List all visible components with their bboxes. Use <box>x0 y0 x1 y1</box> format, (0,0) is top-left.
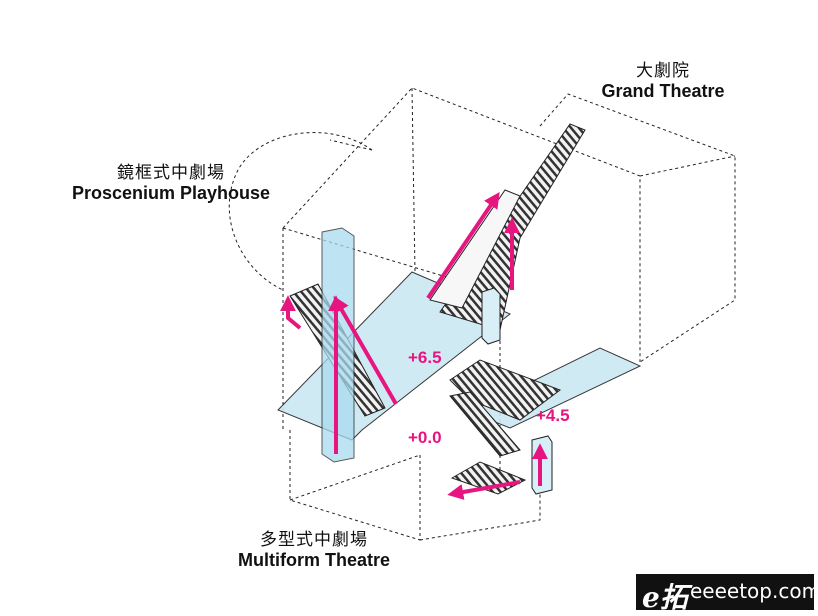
arrow-ground-exit <box>447 480 521 500</box>
watermark: e拓 eeeetop.com <box>636 574 818 614</box>
lift-shaft-grand <box>481 287 501 345</box>
arrow-proscenium-left <box>280 295 302 330</box>
arrow-proscenium-escalator <box>333 295 398 405</box>
label-multiform-theatre: 多型式中劇場 Multiform Theatre <box>216 525 412 571</box>
watermark-logo: e拓 <box>642 581 688 614</box>
level-upper: +6.5 <box>408 348 442 367</box>
label-grand-theatre-en: Grand Theatre <box>601 81 725 101</box>
level-ground: +0.0 <box>408 428 442 447</box>
label-multiform-theatre-zh: 多型式中劇場 <box>260 530 368 549</box>
circulation-arrows <box>280 192 548 500</box>
label-grand-theatre-zh: 大劇院 <box>636 61 690 80</box>
label-proscenium-playhouse-zh: 鏡框式中劇場 <box>117 163 225 182</box>
dashed-volume-outlines <box>228 87 736 541</box>
arrow-grand-escalator <box>426 192 500 300</box>
label-grand-theatre: 大劇院 Grand Theatre <box>598 56 728 102</box>
label-proscenium-playhouse-en: Proscenium Playhouse <box>71 183 271 203</box>
label-proscenium-playhouse: 鏡框式中劇場 Proscenium Playhouse <box>60 158 282 204</box>
label-multiform-theatre-en: Multiform Theatre <box>237 550 390 570</box>
grand-escalator-lower <box>429 189 521 309</box>
level-middle: +4.5 <box>536 406 570 425</box>
watermark-site: eeeetop.com <box>690 579 818 603</box>
lower-escalator <box>449 391 521 457</box>
